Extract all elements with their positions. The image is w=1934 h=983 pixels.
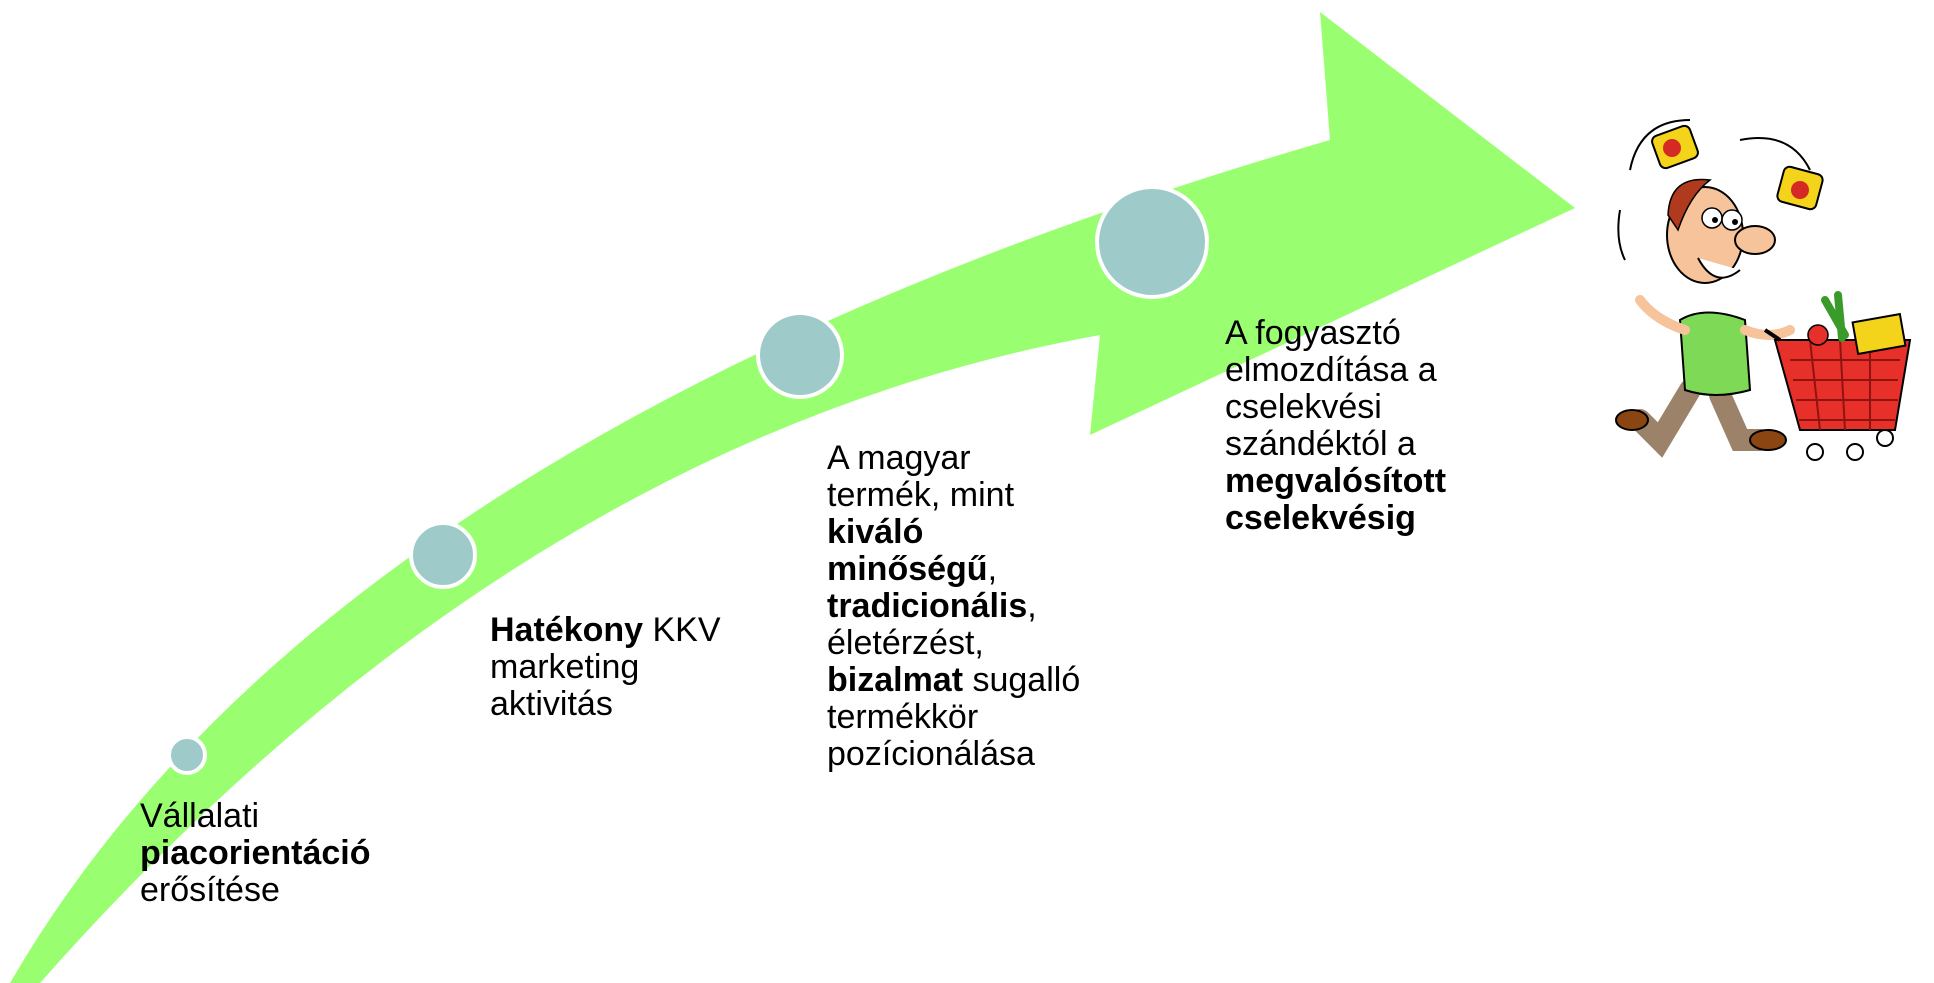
step-line: életérzést, xyxy=(827,625,1147,662)
step-line: kiváló xyxy=(827,514,1147,551)
text: erősítése xyxy=(140,871,280,909)
step-dot-3 xyxy=(756,311,844,399)
bold-text: cselekvésig xyxy=(1225,499,1416,537)
bold-text: Hatékony xyxy=(490,611,644,649)
text: , xyxy=(1027,587,1037,625)
step-line: minőségű, xyxy=(827,551,1147,588)
step-line: szándéktól a xyxy=(1225,426,1525,463)
bold-text: minőségű xyxy=(827,550,988,588)
text: életérzést, xyxy=(827,624,984,662)
can-icon xyxy=(1651,124,1699,170)
text: A fogyasztó xyxy=(1225,314,1401,352)
step-line: termék, mint xyxy=(827,477,1147,514)
text: pozícionálása xyxy=(827,735,1035,773)
text: Vállalati xyxy=(140,797,260,835)
text: , xyxy=(987,550,998,588)
step-dot-2 xyxy=(409,521,477,589)
bold-text: piacorientáció xyxy=(140,834,371,872)
step-line: A fogyasztó xyxy=(1225,315,1525,352)
text: A magyar xyxy=(827,439,971,477)
step-dot-4 xyxy=(1095,185,1209,299)
text: termékkör xyxy=(827,698,979,736)
text: termék, mint xyxy=(827,476,1015,514)
step-dot-1 xyxy=(167,735,207,775)
step-line: cselekvésig xyxy=(1225,500,1525,537)
text: szándéktól a xyxy=(1225,425,1416,463)
text: marketing xyxy=(490,648,640,686)
step-line: bizalmat sugalló xyxy=(827,662,1147,699)
bold-text: megvalósított xyxy=(1225,462,1447,500)
step-line: A magyar xyxy=(827,440,1147,477)
shopper-illustration xyxy=(1615,119,1912,461)
step-line: erősítése xyxy=(140,872,440,909)
bold-text: kiváló xyxy=(827,513,924,551)
step-line: Hatékony KKV xyxy=(490,612,790,649)
step-line: cselekvési xyxy=(1225,389,1525,426)
bold-text: tradicionális xyxy=(827,587,1028,625)
step-line: megvalósított xyxy=(1225,463,1525,500)
step-line: piacorientáció xyxy=(140,835,440,872)
text: aktivitás xyxy=(490,685,613,723)
text: elmozdítása a xyxy=(1225,351,1437,389)
step-line: termékkör xyxy=(827,699,1147,736)
bold-text: bizalmat xyxy=(827,661,964,699)
step-line: elmozdítása a xyxy=(1225,352,1525,389)
can-icon xyxy=(1776,165,1824,211)
step-line: tradicionális, xyxy=(827,588,1147,625)
text: KKV xyxy=(643,611,721,649)
step-line: aktivitás xyxy=(490,686,790,723)
text: sugalló xyxy=(963,661,1081,699)
step-line: marketing xyxy=(490,649,790,686)
shopping-cart-icon xyxy=(1763,291,1912,461)
step-line: Vállalati xyxy=(140,798,440,835)
text: cselekvési xyxy=(1225,388,1382,426)
step-line: pozícionálása xyxy=(827,736,1147,773)
